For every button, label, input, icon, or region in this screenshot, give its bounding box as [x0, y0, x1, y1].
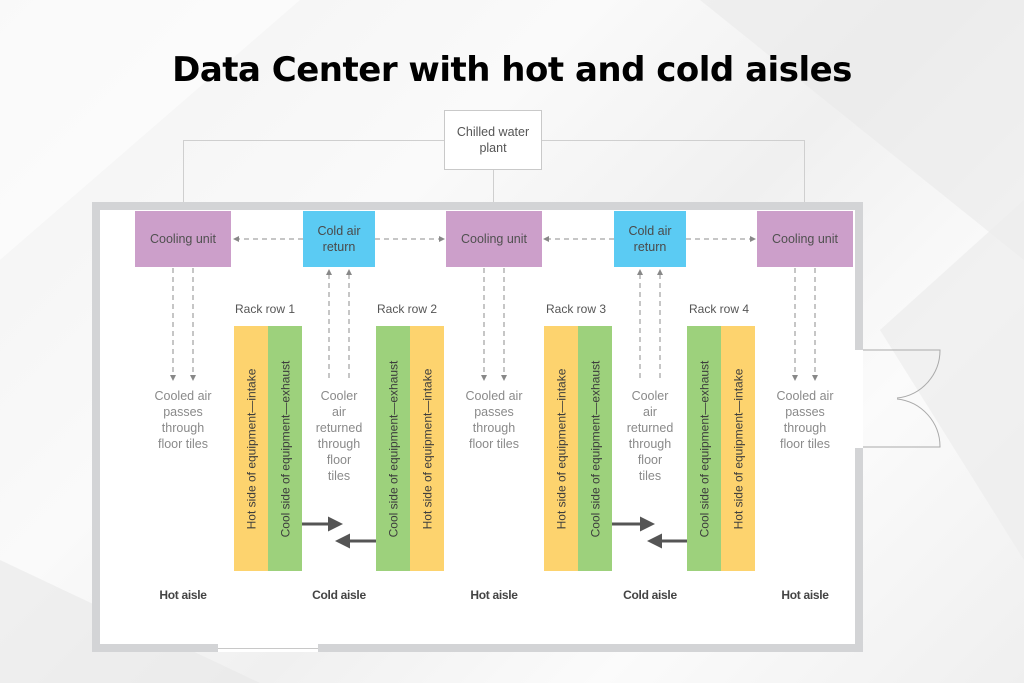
- note-line: returned: [315, 421, 363, 435]
- aisle-label-2: Cold aisle: [312, 588, 366, 602]
- cooling-unit-label: Cooling unit: [460, 232, 527, 246]
- cooling-unit-label: Cooling unit: [149, 232, 216, 246]
- rack-row-2-label: Rack row 2: [377, 302, 438, 316]
- note-line: floor: [326, 453, 352, 467]
- rack-side-label: Cool side of equipment—exhaust: [588, 360, 602, 537]
- aisle-label-1: Hot aisle: [159, 588, 207, 602]
- aisle-label-5: Hot aisle: [781, 588, 829, 602]
- note-line: through: [317, 437, 361, 451]
- aisle-label-4: Cold aisle: [623, 588, 677, 602]
- rack-row-4-label: Rack row 4: [689, 302, 750, 316]
- note-line: Cooler: [631, 389, 669, 403]
- note-line: air: [643, 405, 657, 419]
- rack-side-label: Hot side of equipment—intake: [554, 368, 569, 529]
- note-line: Cooler: [320, 389, 358, 403]
- note-line: floor tiles: [157, 437, 209, 451]
- note-line: Cooled air: [154, 389, 212, 403]
- rack-side-label: Hot side of equipment—intake: [731, 368, 746, 529]
- cold-air-return-label-line1: Cold air: [317, 224, 361, 238]
- cooled-air-note-2: Cooled air passes through floor tiles: [449, 388, 539, 452]
- cooler-air-note-2: Cooler air returned through floor tiles: [605, 388, 695, 484]
- cooler-air-note-1: Cooler air returned through floor tiles: [294, 388, 384, 484]
- cold-air-return-label-line2: return: [633, 240, 667, 254]
- rack-row-1-cool-side: Cool side of equipment—exhaust: [268, 326, 302, 571]
- note-line: through: [628, 437, 672, 451]
- cooling-unit-2: Cooling unit: [446, 211, 542, 267]
- note-line: Cooled air: [465, 389, 523, 403]
- note-line: Cooled air: [776, 389, 834, 403]
- note-line: through: [783, 421, 827, 435]
- rack-side-label: Hot side of equipment—intake: [420, 368, 435, 529]
- page-title: Data Center with hot and cold aisles: [172, 50, 852, 90]
- double-door-icon: [863, 349, 941, 448]
- rack-row-1-hot-side: Hot side of equipment—intake: [234, 326, 268, 571]
- right-door-opening: [855, 350, 863, 448]
- chilled-water-plant: Chilled water plant: [444, 110, 542, 170]
- note-line: floor tiles: [468, 437, 520, 451]
- note-line: tiles: [327, 469, 351, 483]
- note-line: floor: [637, 453, 663, 467]
- rack-row-4-hot-side: Hot side of equipment—intake: [721, 326, 755, 571]
- note-line: through: [161, 421, 205, 435]
- note-line: passes: [785, 405, 825, 419]
- rack-side-label: Cool side of equipment—exhaust: [278, 360, 292, 537]
- plant-label-line1: Chilled water: [456, 125, 530, 139]
- plant-label-line2: plant: [479, 141, 507, 155]
- note-line: returned: [626, 421, 674, 435]
- rack-row-4-cool-side: Cool side of equipment—exhaust: [687, 326, 721, 571]
- rack-row-3-hot-side: Hot side of equipment—intake: [544, 326, 578, 571]
- note-line: floor tiles: [779, 437, 831, 451]
- rack-side-label: Cool side of equipment—exhaust: [697, 360, 711, 537]
- cooled-air-note-3: Cooled air passes through floor tiles: [760, 388, 850, 452]
- aisle-label-3: Hot aisle: [470, 588, 518, 602]
- note-line: air: [332, 405, 346, 419]
- note-line: passes: [474, 405, 514, 419]
- rack-row-1-label: Rack row 1: [235, 302, 296, 316]
- note-line: passes: [163, 405, 203, 419]
- cooling-unit-1: Cooling unit: [135, 211, 231, 267]
- rack-row-2-hot-side: Hot side of equipment—intake: [410, 326, 444, 571]
- cold-air-return-label-line1: Cold air: [628, 224, 672, 238]
- rack-row-3-cool-side: Cool side of equipment—exhaust: [578, 326, 612, 571]
- note-line: tiles: [638, 469, 662, 483]
- rack-row-2-cool-side: Cool side of equipment—exhaust: [376, 326, 410, 571]
- cold-air-return-2: Cold air return: [614, 211, 686, 267]
- cooled-air-note-1: Cooled air passes through floor tiles: [138, 388, 228, 452]
- chilled-water-pipe-right: [541, 140, 805, 211]
- cooling-unit-label: Cooling unit: [771, 232, 838, 246]
- cold-air-return-1: Cold air return: [303, 211, 375, 267]
- cold-air-return-label-line2: return: [322, 240, 356, 254]
- rack-row-3-label: Rack row 3: [546, 302, 607, 316]
- rack-side-label: Hot side of equipment—intake: [244, 368, 259, 529]
- bottom-door-threshold: [218, 648, 318, 649]
- chilled-water-pipe-left: [183, 140, 445, 211]
- note-line: through: [472, 421, 516, 435]
- cooling-unit-3: Cooling unit: [757, 211, 853, 267]
- chilled-water-pipe-center: [493, 170, 494, 211]
- rack-side-label: Cool side of equipment—exhaust: [386, 360, 400, 537]
